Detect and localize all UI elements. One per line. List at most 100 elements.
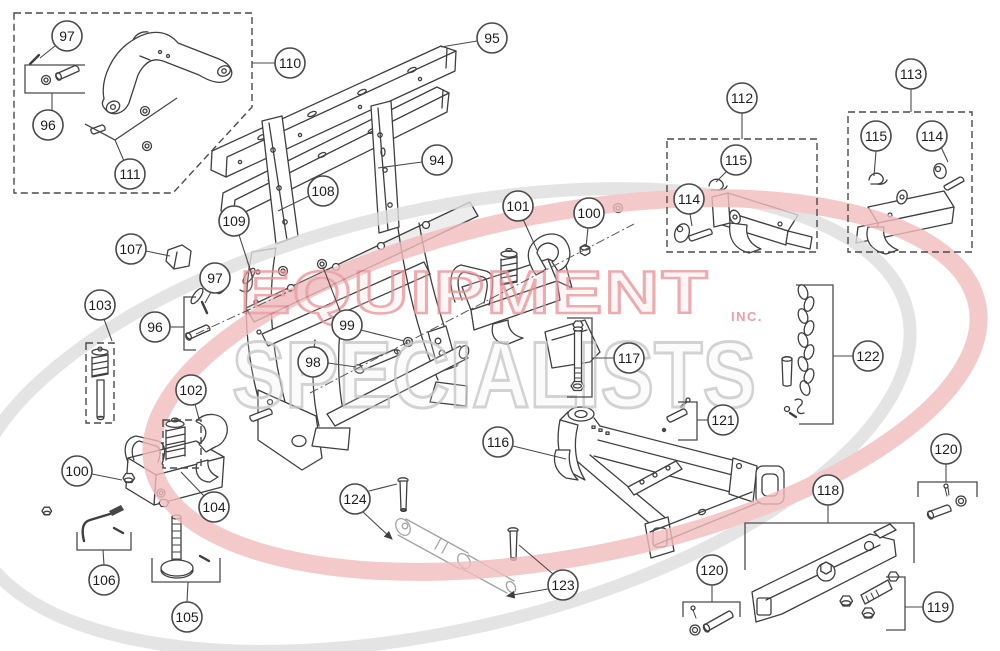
callout-balloon-98 xyxy=(297,346,329,378)
callout-label-120-2: 120 xyxy=(700,562,724,578)
part-lift-arm-shape xyxy=(165,53,171,59)
part-a-frame-shape xyxy=(591,425,596,430)
part-hydraulic-ram-shape xyxy=(434,537,449,554)
part-chain-122-shape xyxy=(797,332,809,348)
callout-leader-109-1 xyxy=(238,234,254,279)
part-a-frame-shape xyxy=(593,425,749,495)
callout-balloon-94 xyxy=(421,144,453,176)
dashed-group-box-2 xyxy=(666,138,818,253)
callout-label-99: 99 xyxy=(339,317,355,333)
part-top-angle-bar-shape xyxy=(307,110,317,118)
part-hex-key-106-shape xyxy=(109,505,124,516)
callout-leader-94-1 xyxy=(377,161,423,169)
part-lift-arm-shape xyxy=(109,103,117,111)
part-hydraulic-ram xyxy=(395,517,517,594)
part-hydraulic-ram-shape xyxy=(401,522,409,530)
callout-balloon-124 xyxy=(339,483,371,515)
callout-label-114-2: 114 xyxy=(921,128,944,144)
part-chain-122 xyxy=(781,284,815,419)
part-bolt-119-shape xyxy=(840,600,852,606)
part-chain-122-shape xyxy=(803,368,815,384)
callout-balloon-121 xyxy=(707,404,739,436)
callout-label-122: 122 xyxy=(856,348,880,364)
part-mount-frame-shape xyxy=(277,265,289,277)
callout-leader-101-1 xyxy=(522,218,538,251)
part-pin-124 xyxy=(397,477,409,513)
part-jack-hook-assembly-shape xyxy=(470,280,561,331)
part-bolt-119 xyxy=(839,571,900,619)
part-pin-120-right-shape xyxy=(943,483,949,489)
part-pin-123 xyxy=(507,527,519,562)
callout-leader-115-2-1 xyxy=(873,150,877,177)
callout-leader-102-1 xyxy=(194,403,200,420)
part-clip-107-shape xyxy=(165,244,192,270)
callout-label-111: 111 xyxy=(119,166,140,182)
callout-balloon-120 xyxy=(930,433,962,465)
part-lift-arm-shape xyxy=(217,65,231,77)
part-jack-stand-shape xyxy=(42,510,52,516)
dashed-group-box-1 xyxy=(13,12,253,194)
part-pin-124-shape xyxy=(400,507,407,513)
callout-label-116: 116 xyxy=(487,434,510,450)
part-mount-frame-shape xyxy=(266,398,274,406)
part-pin-121-shape xyxy=(661,427,667,433)
part-jack-hook-assembly-shape xyxy=(527,233,571,276)
part-a-frame-shape xyxy=(577,454,669,529)
part-pin-123-shape xyxy=(509,530,518,560)
callout-leader-104-1 xyxy=(180,471,205,497)
part-jack-foot-shape xyxy=(160,569,194,579)
part-pin-120-right xyxy=(926,483,967,520)
part-chain-122-shape xyxy=(797,308,809,324)
part-bolt-117 xyxy=(570,320,585,392)
callout-bracket-120 xyxy=(917,481,978,497)
part-lift-arm-shape xyxy=(132,31,149,41)
part-bolt-119-shape xyxy=(862,612,874,618)
part-pin-121-shape xyxy=(666,408,688,423)
part-mount-frame-shape xyxy=(257,389,323,471)
callout-balloon-115 xyxy=(720,144,752,176)
part-chain-122-shape xyxy=(803,296,815,312)
part-receiver-bracket-right-shape xyxy=(943,176,965,191)
part-top-angle-bar-shape xyxy=(237,159,243,165)
callout-leader-97-2-1 xyxy=(204,291,212,304)
part-lift-arm-118-shape xyxy=(820,561,832,575)
callout-bracket-118 xyxy=(744,522,915,570)
callout-balloon-117 xyxy=(613,342,645,374)
callout-label-112: 112 xyxy=(731,90,754,106)
callout-leader-99-1 xyxy=(322,266,341,312)
callout-label-106: 106 xyxy=(92,572,116,588)
part-jack-hook-assembly-shape xyxy=(457,271,488,304)
part-bolt-119-shape xyxy=(865,589,880,603)
part-pin-120-right-shape xyxy=(926,510,935,520)
part-a-frame-shape xyxy=(598,428,603,433)
callout-bracket-111 xyxy=(84,97,178,141)
part-mount-frame-shape xyxy=(311,427,351,451)
callout-label-105: 105 xyxy=(175,609,199,625)
callout-bracket-121 xyxy=(678,401,698,441)
part-lift-arm-shape xyxy=(139,55,151,61)
part-jack-hook-assembly xyxy=(353,202,624,374)
callout-label-117: 117 xyxy=(618,350,641,366)
callout-leader-103-1 xyxy=(103,318,113,342)
callout-label-94: 94 xyxy=(429,152,445,168)
callout-balloon-120-2 xyxy=(696,554,728,586)
part-jack-hook-assembly-shape xyxy=(393,349,402,355)
part-pin-120-left xyxy=(689,605,734,636)
part-bolt-117-shape xyxy=(574,367,582,384)
callout-balloon-104 xyxy=(198,491,230,523)
part-a-frame-shape xyxy=(665,465,671,471)
part-chain-122-shape xyxy=(797,356,809,372)
part-a-frame-shape xyxy=(627,460,683,496)
part-receiver-bracket-right-shape xyxy=(899,194,905,200)
part-hex-key-106-shape xyxy=(81,512,112,543)
callout-balloon-114 xyxy=(673,183,705,215)
callout-label-101: 101 xyxy=(506,198,530,214)
callout-bracket-96-2 xyxy=(183,296,196,351)
part-mount-frame-shape xyxy=(434,337,442,345)
part-mount-frame-shape xyxy=(458,345,470,359)
callout-leader-115-1 xyxy=(715,170,728,183)
part-bolt-washers-111-shape xyxy=(141,140,153,152)
part-spring-bolt-103-shape xyxy=(97,346,103,352)
part-pin-121-shape xyxy=(679,400,688,409)
